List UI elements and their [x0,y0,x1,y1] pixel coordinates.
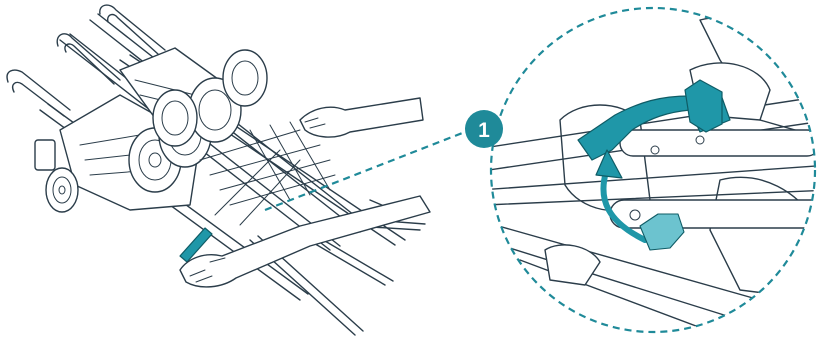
upper-hand-arm [299,97,424,138]
lower-hand-arm [179,195,431,288]
fold-strap-handle [179,227,213,263]
fold-lever-knob [684,79,723,133]
pull-up-arrow [600,169,648,243]
folded-stroller [6,4,426,336]
stroller-cross-braces [199,121,336,226]
detail-contents [491,16,815,332]
front-wheels [128,49,268,193]
detail-magnifier [489,6,817,334]
detail-circle-outline [489,6,817,334]
pull-up-arrow-head [595,149,623,179]
step-number: 1 [478,119,490,142]
stroller-handles [6,4,166,117]
callout-leader-line [264,128,471,212]
strap-clip [639,213,685,251]
step-badge: 1 [465,110,503,148]
rear-wheel [34,139,79,213]
